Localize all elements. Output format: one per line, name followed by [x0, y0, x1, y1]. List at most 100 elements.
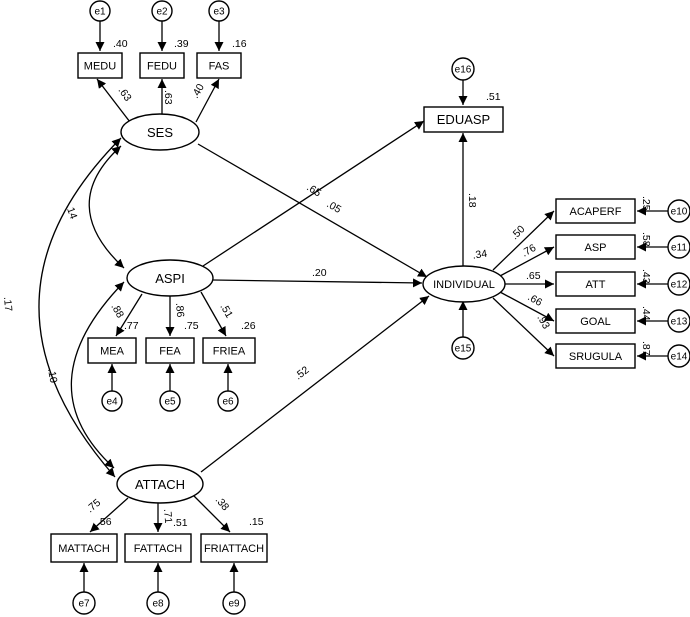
- error-e12: e12: [667, 272, 690, 296]
- error-e15: e15: [451, 336, 475, 360]
- path-attach-individual: .52: [293, 364, 312, 382]
- svg-text:e11: e11: [671, 243, 687, 254]
- r2-fattach: .51: [173, 517, 188, 529]
- r2-att: .43: [640, 269, 652, 284]
- corr-label-aspi-attach: .10: [45, 367, 59, 384]
- path-individual-eduasp: .18: [466, 193, 478, 208]
- loading-ses-fedu: .63: [162, 90, 174, 105]
- svg-text:INDIVIDUAL: INDIVIDUAL: [433, 279, 495, 291]
- arrow-ses-individual: [197, 143, 428, 278]
- error-e7: e7: [72, 591, 96, 615]
- box-friea: FRIEA: [202, 337, 256, 364]
- error-e14: e14: [667, 344, 690, 368]
- svg-text:e1: e1: [94, 7, 106, 18]
- svg-text:e10: e10: [671, 207, 688, 218]
- corr-ses-aspi: [88, 145, 125, 269]
- corr-ses-attach: [38, 137, 122, 478]
- loading-ind-goal: .66: [526, 291, 545, 309]
- loading-ind-att: .65: [526, 270, 541, 282]
- svg-text:e14: e14: [671, 352, 688, 363]
- loading-attach-friattach: .38: [213, 494, 232, 513]
- svg-text:ATTACH: ATTACH: [135, 477, 185, 492]
- r2-asp: .58: [640, 232, 652, 247]
- svg-text:FATTACH: FATTACH: [134, 543, 183, 555]
- svg-text:e2: e2: [156, 7, 168, 18]
- box-srugula: SRUGULA: [555, 343, 636, 369]
- arrow-individual-goal: [499, 291, 555, 322]
- path-aspi-individual: .20: [312, 267, 327, 279]
- box-fea: FEA: [145, 337, 195, 364]
- r2-mea: .77: [124, 320, 139, 332]
- svg-text:ACAPERF: ACAPERF: [570, 206, 622, 218]
- box-fattach: FATTACH: [124, 533, 192, 563]
- svg-text:SRUGULA: SRUGULA: [569, 351, 623, 363]
- arrow-attach-friattach: [193, 495, 231, 533]
- box-att: ATT: [555, 271, 636, 297]
- svg-text:MEDU: MEDU: [84, 61, 116, 73]
- svg-text:e4: e4: [106, 397, 118, 408]
- arrow-aspi-individual: [212, 278, 423, 288]
- error-e5: e5: [159, 390, 181, 412]
- r2-friattach: .15: [249, 516, 264, 528]
- arrow-ses-medu: [96, 78, 131, 123]
- path-aspi-eduasp: .65: [304, 181, 323, 199]
- loading-aspi-mea: .88: [108, 302, 126, 321]
- latent-ses: SES: [120, 113, 200, 151]
- svg-text:e5: e5: [164, 397, 176, 408]
- corr-aspi-attach: [70, 281, 125, 469]
- r2-acaperf: .25: [640, 196, 652, 211]
- svg-text:e6: e6: [222, 397, 234, 408]
- svg-text:EDUASP: EDUASP: [437, 112, 490, 127]
- arrow-aspi-eduasp: [202, 120, 425, 267]
- svg-text:FRIEA: FRIEA: [213, 346, 246, 358]
- arrow-attach-mattach: [89, 497, 129, 533]
- arrow-individual-asp: [499, 246, 555, 277]
- r2-fedu: .39: [174, 38, 189, 50]
- box-asp: ASP: [555, 234, 636, 260]
- svg-text:ATT: ATT: [586, 279, 606, 291]
- error-e6: e6: [217, 390, 239, 412]
- r2-fas: .16: [232, 38, 247, 50]
- r2-srugula: .87: [640, 341, 652, 356]
- box-mattach: MATTACH: [50, 533, 118, 563]
- error-e8: e8: [146, 591, 170, 615]
- arrow-individual-srugula: [492, 297, 555, 357]
- svg-text:GOAL: GOAL: [580, 316, 611, 328]
- r2-eduasp: .51: [486, 91, 501, 103]
- corr-label-ses-attach: .17: [1, 296, 14, 312]
- r2-mattach: .56: [97, 516, 112, 528]
- svg-text:e8: e8: [152, 599, 164, 610]
- path-ses-individual: .05: [325, 198, 344, 216]
- arrow-attach-individual: [200, 295, 430, 473]
- svg-text:ASP: ASP: [584, 242, 606, 254]
- svg-text:ASPI: ASPI: [155, 271, 185, 286]
- loading-aspi-friea: .51: [217, 302, 235, 321]
- r2-fea: .75: [184, 320, 199, 332]
- loading-ses-fas: .40: [189, 82, 207, 101]
- error-e9: e9: [222, 591, 246, 615]
- loading-attach-mattach: .75: [84, 497, 103, 516]
- loading-ind-srugula: .93: [534, 313, 552, 332]
- r2-goal: .44: [640, 306, 652, 321]
- arrow-ses-fas: [195, 78, 220, 123]
- r2-medu: .40: [113, 38, 128, 50]
- box-medu: MEDU: [77, 52, 123, 79]
- svg-text:MEA: MEA: [100, 346, 125, 358]
- loading-aspi-fea: .86: [173, 302, 186, 318]
- svg-text:e16: e16: [455, 65, 472, 76]
- box-acaperf: ACAPERF: [555, 198, 636, 224]
- svg-text:FAS: FAS: [209, 61, 230, 73]
- error-e10: e10: [667, 199, 690, 223]
- svg-text:e12: e12: [671, 280, 688, 291]
- r2-friea: .26: [241, 320, 256, 332]
- box-eduasp: EDUASP: [423, 106, 504, 133]
- error-e2: e2: [151, 0, 173, 22]
- arrow-individual-acaperf: [492, 210, 555, 271]
- arrow-aspi-friea: [200, 291, 227, 337]
- svg-text:e9: e9: [228, 599, 240, 610]
- svg-text:e7: e7: [78, 599, 90, 610]
- svg-text:SES: SES: [147, 125, 173, 140]
- box-fas: FAS: [196, 52, 242, 79]
- loading-ses-medu: .63: [116, 85, 134, 104]
- corr-label-ses-aspi: .14: [63, 203, 79, 221]
